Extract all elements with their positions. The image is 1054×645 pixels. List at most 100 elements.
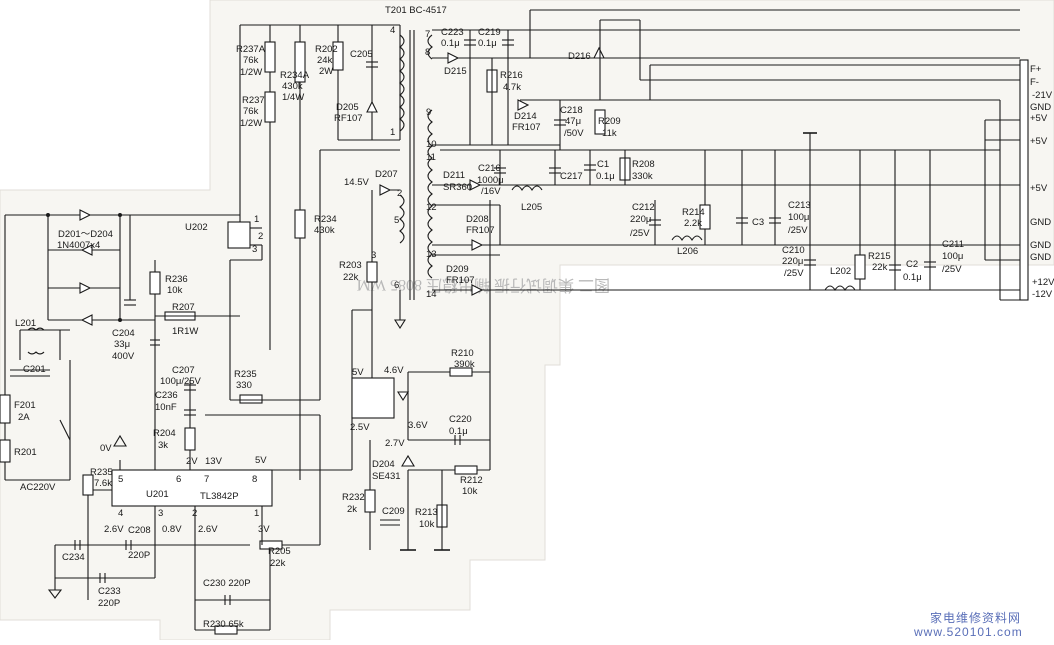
resistor-R214: [699, 204, 711, 230]
optocoupler: [351, 377, 395, 419]
label-R237A-val: 76k: [243, 55, 259, 66]
label-D211-type: SR360: [443, 182, 472, 193]
label-D208: D208: [466, 214, 489, 225]
label-R213-val: 10k: [419, 519, 435, 530]
label-R205-val: 22k: [270, 558, 286, 569]
label-C230: C230 220P: [203, 578, 251, 589]
label-C207-val: 100μ/25V: [160, 376, 202, 387]
label-C210-val: 220μ: [782, 256, 803, 267]
label-C217: C217: [560, 171, 583, 182]
label-L206: L206: [677, 246, 698, 257]
label-R209: R209: [598, 116, 621, 127]
label-C218: C218: [560, 105, 583, 116]
diode-D215: [447, 52, 460, 64]
opto-led: [397, 391, 409, 402]
transformer-T201: [319, 25, 433, 400]
resistor-R237A: [264, 41, 276, 73]
label-C2-val: 0.1μ: [903, 272, 922, 283]
label-ic-pin6: 6: [176, 474, 181, 485]
inductor-L206: [671, 235, 703, 242]
label-R236-val: 10k: [167, 285, 183, 296]
label-R232: R232: [342, 492, 365, 503]
label-C236-val: 10nF: [155, 402, 177, 413]
diode-D203: [79, 282, 92, 294]
mosfet-U202: [227, 221, 251, 249]
label-pin2: 2: [397, 188, 402, 199]
label-R203: R203: [339, 260, 362, 271]
label-R215: R215: [868, 251, 891, 262]
label-pin1: 1: [390, 127, 395, 138]
label-C233: C233: [98, 586, 121, 597]
diode-D204: [80, 314, 93, 326]
label-2V: 2V: [186, 456, 198, 467]
label-C216-v: /16V: [481, 186, 501, 197]
label-C220: C220: [449, 414, 472, 425]
label-D204: D204: [372, 459, 395, 470]
label-C204-val: 33μ: [114, 339, 130, 350]
label-R208: R208: [632, 159, 655, 170]
label-D215: D215: [444, 66, 467, 77]
label-R209-val: 11k: [602, 128, 617, 139]
label-C213: C213: [788, 200, 811, 211]
label-D205-type: RF107: [334, 113, 363, 124]
label-C211-v: /25V: [942, 264, 962, 275]
label-R202: R202: [315, 44, 338, 55]
diode-D216: [593, 46, 605, 59]
label-R204-val: 3k: [158, 440, 168, 451]
label-pin12: 12: [426, 202, 437, 213]
secondary-outputs: [432, 9, 1029, 301]
label-C212-v: /25V: [630, 228, 650, 239]
label-D205: D205: [336, 102, 359, 113]
label-R205: R205: [268, 546, 291, 557]
primary-side: [124, 215, 270, 471]
label-0V: 0V: [100, 443, 112, 454]
label-u202-pin3: 3: [252, 244, 257, 255]
label-D214: D214: [514, 111, 537, 122]
label-3v6: 3.6V: [408, 420, 428, 431]
label-C204-v: 400V: [112, 351, 135, 362]
label-U201: U201: [146, 489, 169, 500]
diode-D207: [379, 184, 392, 196]
label-R215-val: 22k: [872, 262, 888, 273]
label-R235b-val: 7.6k: [94, 478, 112, 489]
label-ic-pin4: 4: [118, 508, 123, 519]
component-labels: T201 BC-4517R237A76k1/2WR23776k1/2WR234A…: [14, 5, 1054, 630]
label-C3: C3: [752, 217, 764, 228]
fuse-F201: [0, 394, 11, 424]
label-out-Fm: F-: [1030, 77, 1039, 88]
watermark-url: www.520101.com: [913, 625, 1023, 639]
label-ic-pin3: 3: [158, 508, 163, 519]
label-R201: R201: [14, 447, 37, 458]
label-D209-type: FR107: [446, 275, 475, 286]
label-R237A: R237A: [236, 44, 266, 55]
label-2v5: 2.5V: [350, 422, 370, 433]
label-2v6a: 2.6V: [104, 524, 124, 535]
label-R230: R230 65k: [203, 619, 244, 630]
label-C211: C211: [942, 239, 964, 250]
label-R203-val: 22k: [343, 272, 359, 283]
label-3V: 3V: [258, 524, 270, 535]
label-D201: D201～D204: [58, 229, 113, 240]
resistor-R235-timing: [82, 474, 94, 496]
label-C211-val: 100μ: [942, 251, 963, 262]
inductor-L205: [511, 185, 543, 192]
label-pin7: 7: [425, 29, 430, 40]
label-C218-val: 47μ: [565, 116, 581, 127]
label-R207-val: 1R1W: [172, 326, 198, 337]
label-pin5: 5: [394, 215, 399, 226]
label-R216-val: 4.7k: [503, 82, 521, 93]
diode-D214: [517, 99, 530, 111]
label-2v7: 2.7V: [385, 438, 405, 449]
label-C223: C223: [441, 27, 464, 38]
label-C218-v: /50V: [564, 128, 584, 139]
label-R232-val: 2k: [347, 504, 357, 515]
label-C210: C210: [782, 245, 805, 256]
label-out-5v3: +5V: [1030, 183, 1048, 194]
label-4v6: 4.6V: [384, 365, 404, 376]
label-C234: C234: [62, 552, 85, 563]
resistor-R236: [149, 271, 161, 295]
resistor-R203: [366, 261, 378, 283]
label-C213-val: 100μ: [788, 212, 809, 223]
label-5V-opto: 5V: [352, 367, 364, 378]
